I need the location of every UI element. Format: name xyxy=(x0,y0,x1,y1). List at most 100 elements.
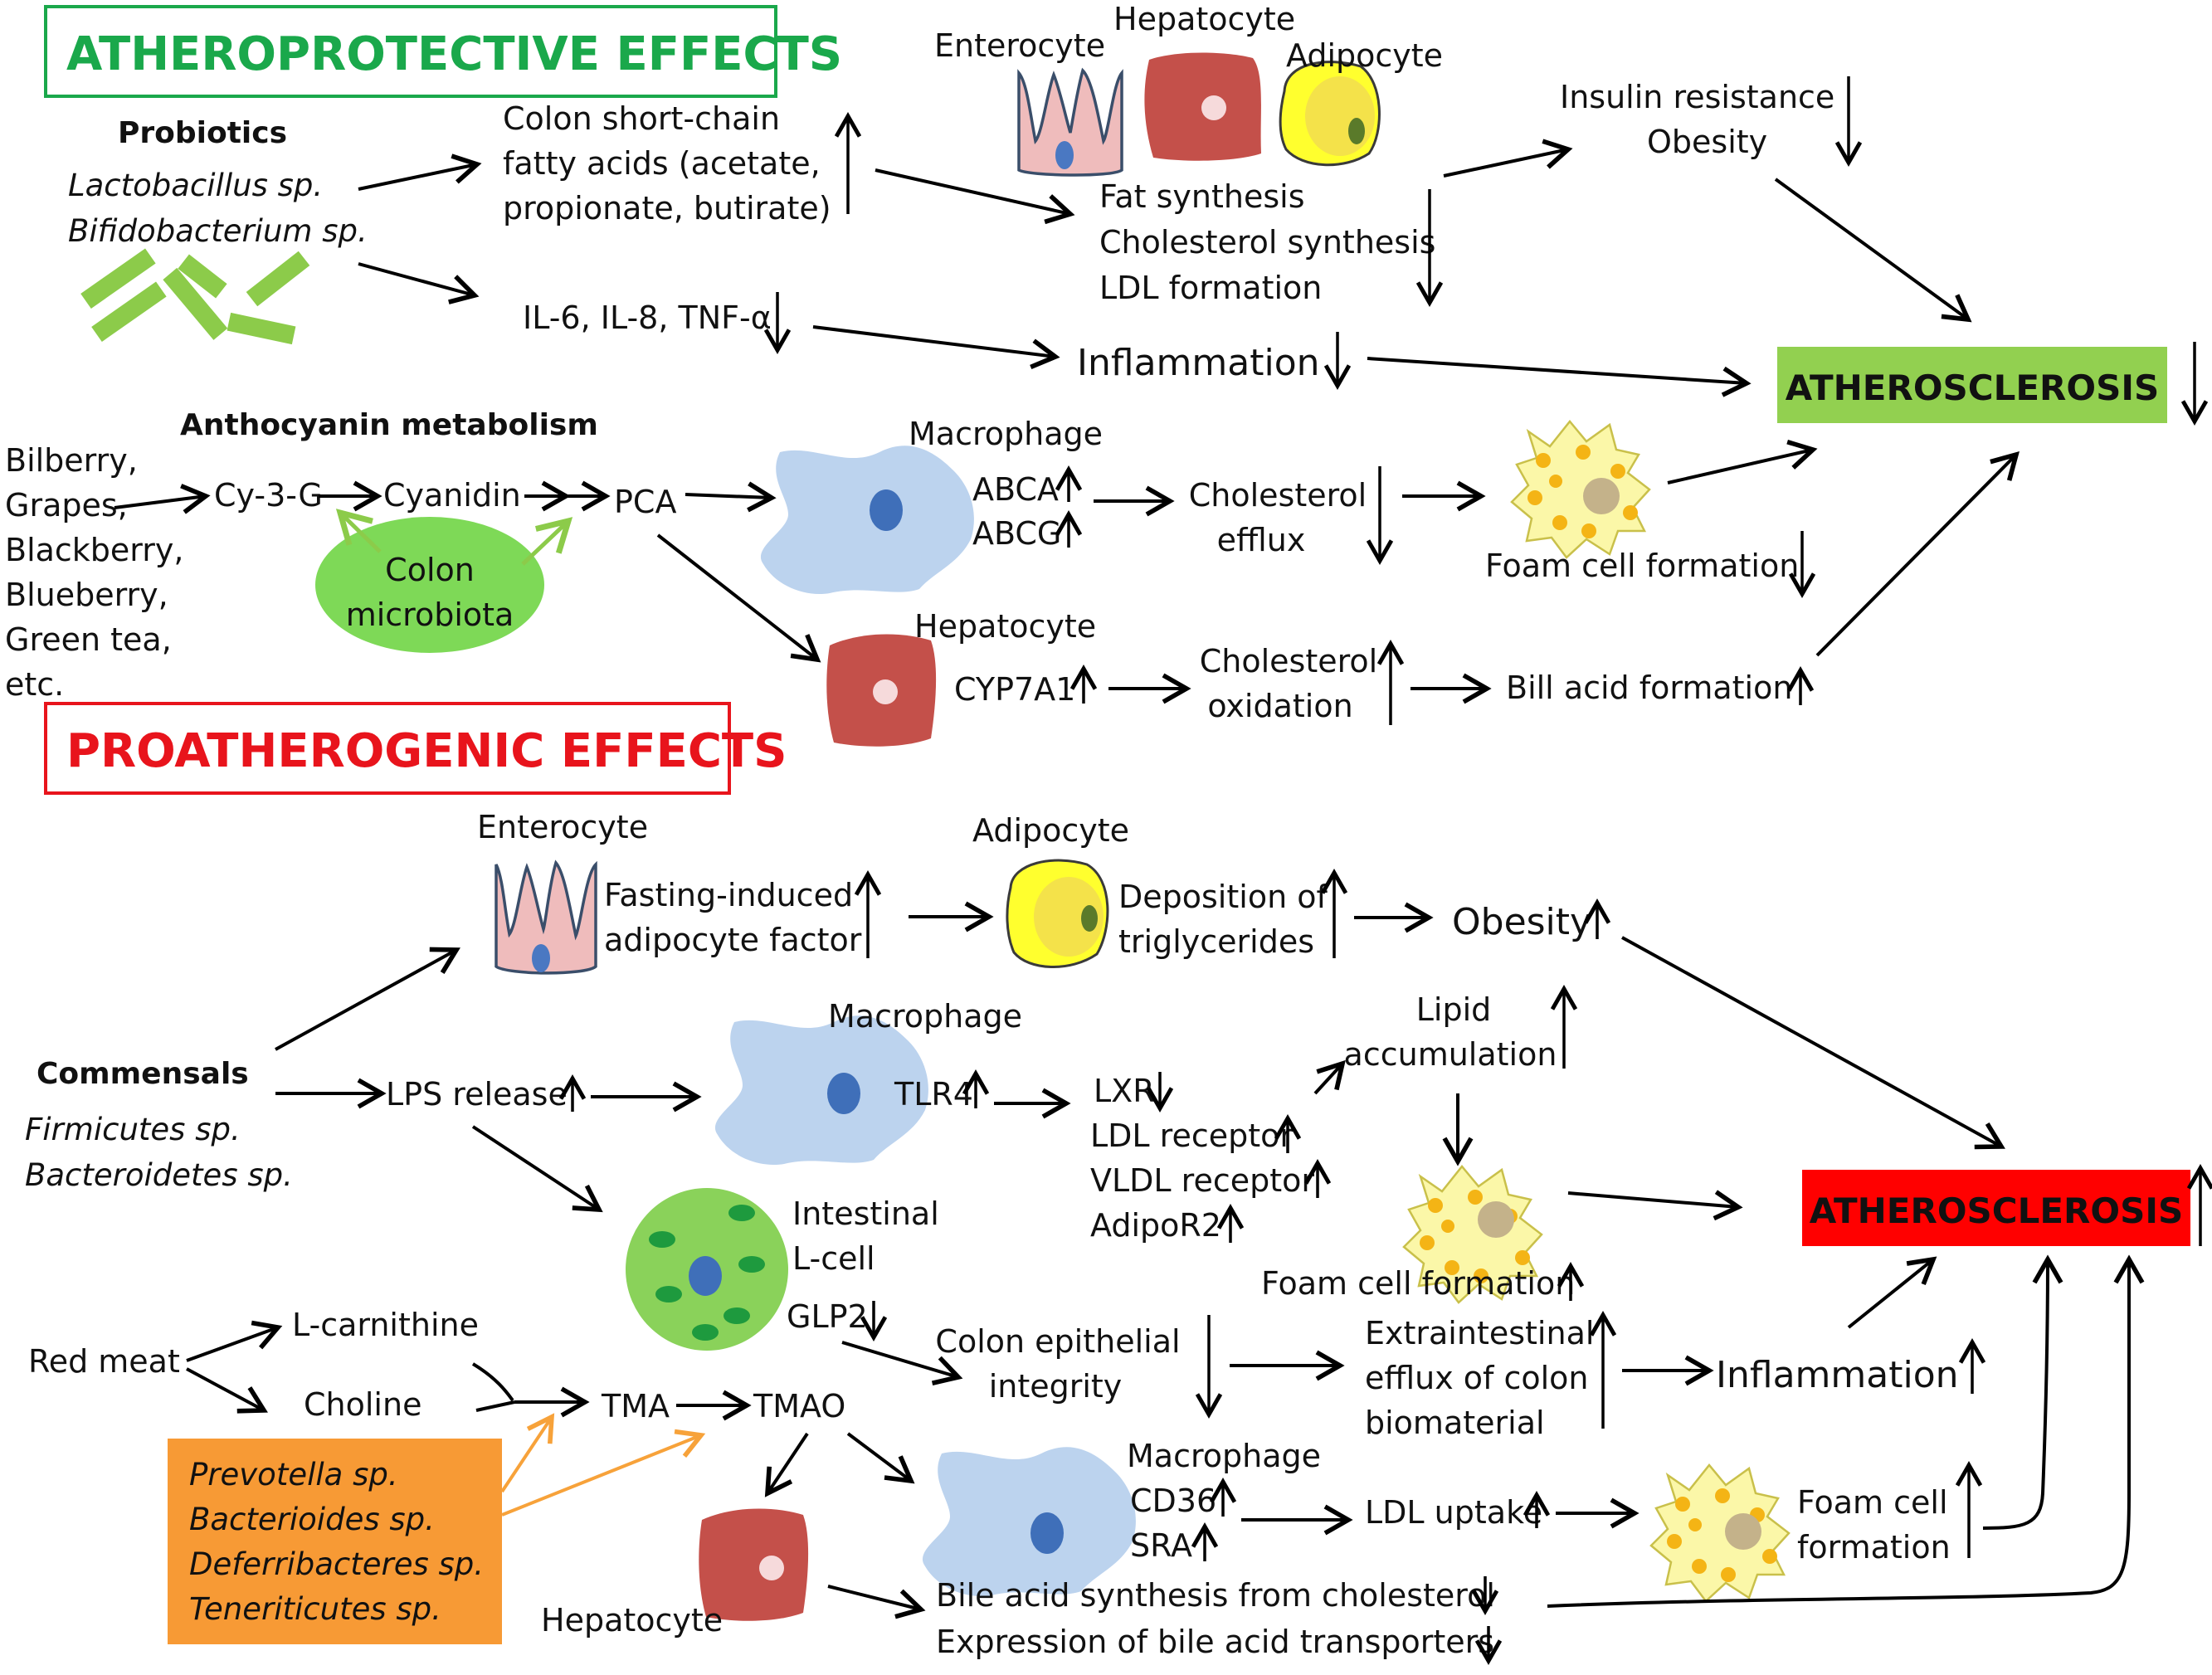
lps-release-label: LPS release xyxy=(386,1076,568,1113)
inflammation-bottom: Inflammation xyxy=(1716,1354,1959,1396)
chol-oxidation-line-1: Cholesterol xyxy=(1200,643,1377,679)
probiotic-species-2: Bifidobacterium sp. xyxy=(68,213,368,249)
cytokines-label: IL-6, IL-8, TNF-α xyxy=(523,299,772,336)
cd36-label: CD36 xyxy=(1130,1483,1216,1519)
fiaf-line-1: Fasting-induced xyxy=(604,877,853,913)
tmao-label: TMAO xyxy=(753,1388,845,1424)
colon-epithelial-line-2: integrity xyxy=(989,1368,1123,1405)
fiaf-line-2: adipocyte factor xyxy=(604,922,862,958)
adipocyte-bottom-label: Adipocyte xyxy=(972,812,1129,849)
foam-cell-bottom-line-2: formation xyxy=(1797,1529,1951,1565)
atherosclerosis-proatherogenic-label: ATHEROSCLEROSIS xyxy=(1810,1191,2183,1231)
atherosclerosis-proatherogenic-box xyxy=(1802,1170,2190,1246)
food-3: Blackberry, xyxy=(5,532,183,568)
abcg-label: ABCG xyxy=(972,515,1061,552)
hepatocyte-bottom-label: Hepatocyte xyxy=(541,1602,723,1638)
ldl-formation: LDL formation xyxy=(1099,270,1322,306)
receptor-ldl: LDL receptor xyxy=(1090,1117,1293,1154)
extraintestinal-line-2: efflux of colon xyxy=(1365,1360,1589,1396)
protective-title: ATHEROPROTECTIVE EFFECTS xyxy=(66,27,842,81)
commensals-heading: Commensals xyxy=(37,1057,249,1091)
foam-cell-formation-mid: Foam cell formation xyxy=(1261,1265,1575,1302)
hepatocyte-mid-label: Hepatocyte xyxy=(914,608,1096,645)
intestinal-lcell-icon xyxy=(626,1188,788,1351)
food-1: Bilberry, xyxy=(5,442,138,479)
lcarnithine-label: L-carnithine xyxy=(292,1307,479,1343)
scfa-line-2: fatty acids (acetate, xyxy=(503,145,821,182)
bacteria-box xyxy=(168,1439,502,1644)
adipocyte-top-label: Adipocyte xyxy=(1286,37,1443,74)
food-4: Blueberry, xyxy=(5,577,168,613)
cyanidin-label: Cyanidin xyxy=(383,477,521,514)
intestinal-lcell-line-1: Intestinal xyxy=(792,1195,939,1232)
food-6: etc. xyxy=(5,666,64,703)
bile-acid-formation-top: Bill acid formation xyxy=(1506,670,1792,706)
food-2: Grapes, xyxy=(5,487,128,523)
tma-label: TMA xyxy=(601,1388,670,1424)
probiotics-heading: Probiotics xyxy=(118,116,287,150)
foam-cell-formation-top: Foam cell formation xyxy=(1485,548,1799,584)
bacteria-species-2: Bacterioides sp. xyxy=(189,1502,435,1537)
sra-label: SRA xyxy=(1130,1527,1192,1564)
abca-label: ABCA xyxy=(972,471,1059,508)
scfa-line-1: Colon short-chain xyxy=(503,100,780,137)
probiotic-bacteria-icon xyxy=(80,248,310,345)
colon-microbiota-icon xyxy=(315,517,544,653)
lipid-accum-line-2: accumulation xyxy=(1344,1036,1557,1073)
fat-synthesis: Fat synthesis xyxy=(1099,178,1305,215)
macrophage-mid-icon xyxy=(714,1015,928,1166)
bacteria-species-1: Prevotella sp. xyxy=(189,1457,398,1492)
colon-microbiota-line-2: microbiota xyxy=(346,596,514,633)
cyp7a1-label: CYP7A1 xyxy=(954,671,1075,708)
lipid-accum-line-1: Lipid xyxy=(1416,991,1492,1028)
obesity-bottom: Obesity xyxy=(1452,901,1591,943)
receptor-lxr: LXR xyxy=(1094,1073,1155,1109)
hepatocyte-bottom-icon xyxy=(699,1508,809,1621)
bile-transport-label: Expression of bile acid transporters xyxy=(936,1624,1494,1660)
foam-cell-bottom-line-1: Foam cell xyxy=(1797,1484,1948,1521)
foam-cell-top-icon xyxy=(1510,420,1651,559)
bacteria-species-3: Deferribacteres sp. xyxy=(189,1546,484,1582)
food-5: Green tea, xyxy=(5,621,172,658)
adipocyte-top-icon xyxy=(1279,61,1381,167)
inflammation-top: Inflammation xyxy=(1077,342,1320,384)
receptor-adipor2: AdipoR2 xyxy=(1090,1207,1221,1244)
bile-synthesis-label: Bile acid synthesis from cholesterol xyxy=(936,1577,1495,1614)
macrophage-top-icon xyxy=(760,446,974,595)
colon-microbiota-line-1: Colon xyxy=(385,552,475,588)
extraintestinal-line-1: Extraintestinal xyxy=(1365,1315,1594,1351)
atherosclerosis-protective-box xyxy=(1777,347,2167,423)
triglycerides-line-1: Deposition of xyxy=(1118,879,1328,915)
triglycerides-line-2: triglycerides xyxy=(1118,923,1314,960)
macrophage-bottom-label: Macrophage xyxy=(1127,1438,1321,1474)
atherosclerosis-protective-label: ATHEROSCLEROSIS xyxy=(1786,368,2159,408)
insulin-resistance: Insulin resistance xyxy=(1560,79,1834,115)
intestinal-lcell-line-2: L-cell xyxy=(792,1240,875,1277)
macrophage-top-label: Macrophage xyxy=(909,416,1103,452)
enterocyte-top-label: Enterocyte xyxy=(934,27,1105,64)
macrophage-bottom-icon xyxy=(922,1447,1136,1597)
colon-epithelial-line-1: Colon epithelial xyxy=(935,1323,1180,1360)
hepatocyte-mid-icon xyxy=(826,634,937,747)
macrophage-mid-label: Macrophage xyxy=(828,998,1022,1035)
protective-title-box xyxy=(44,5,777,98)
chol-oxidation-line-2: oxidation xyxy=(1207,688,1352,724)
cy3g-label: Cy-3-G xyxy=(214,477,323,514)
adipocyte-bottom-icon xyxy=(1006,859,1109,968)
chol-efflux-line-2: efflux xyxy=(1217,522,1306,558)
foam-cell-mid-icon xyxy=(1402,1165,1543,1304)
enterocyte-bottom-icon xyxy=(495,859,597,975)
receptor-vldl: VLDL receptor xyxy=(1090,1162,1314,1199)
pca-label: PCA xyxy=(614,484,676,520)
ldl-uptake-label: LDL uptake xyxy=(1365,1494,1542,1531)
enterocyte-bottom-label: Enterocyte xyxy=(477,809,648,845)
anthocyanin-heading: Anthocyanin metabolism xyxy=(180,408,598,442)
bacteria-species-4: Teneriticutes sp. xyxy=(189,1591,441,1627)
scfa-line-3: propionate, butirate) xyxy=(503,190,831,226)
probiotic-species-1: Lactobacillus sp. xyxy=(68,168,323,203)
red-meat-label: Red meat xyxy=(28,1343,180,1380)
commensal-species-2: Bacteroidetes sp. xyxy=(25,1157,293,1193)
commensal-species-1: Firmicutes sp. xyxy=(25,1112,241,1147)
